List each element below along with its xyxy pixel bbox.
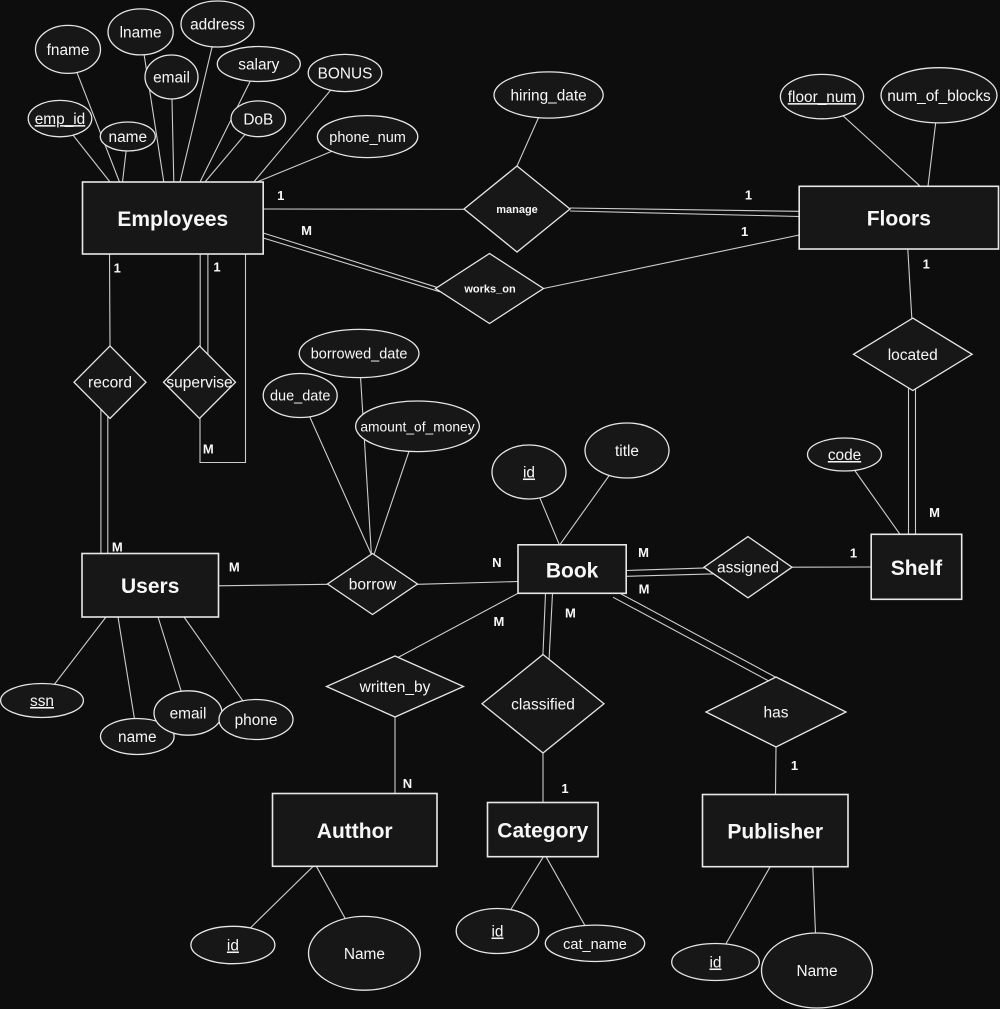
svg-text:Publisher: Publisher — [727, 821, 823, 844]
svg-text:email: email — [170, 706, 207, 723]
svg-text:amount_of_money: amount_of_money — [360, 419, 474, 434]
svg-text:address: address — [190, 17, 245, 34]
svg-text:floor_num: floor_num — [788, 89, 856, 106]
svg-text:Category: Category — [497, 820, 588, 843]
svg-text:id: id — [227, 938, 239, 955]
svg-text:1: 1 — [850, 546, 857, 561]
svg-text:1: 1 — [213, 259, 220, 274]
svg-text:M: M — [229, 560, 240, 575]
svg-text:1: 1 — [745, 187, 752, 202]
svg-text:ssn: ssn — [30, 693, 54, 710]
svg-text:1: 1 — [277, 188, 284, 203]
svg-text:M: M — [565, 605, 576, 620]
svg-text:title: title — [615, 443, 639, 460]
svg-text:1: 1 — [114, 260, 121, 275]
svg-text:Autthor: Autthor — [317, 820, 393, 843]
svg-text:phone: phone — [235, 712, 278, 729]
svg-text:M: M — [493, 614, 504, 629]
svg-text:assigned: assigned — [717, 560, 779, 577]
svg-text:name: name — [109, 129, 148, 146]
svg-text:Users: Users — [121, 575, 179, 598]
svg-text:N: N — [492, 555, 501, 570]
svg-text:classified: classified — [511, 696, 575, 713]
svg-text:written_by: written_by — [359, 679, 431, 696]
svg-text:id: id — [710, 955, 722, 972]
svg-text:1: 1 — [923, 256, 930, 271]
svg-text:manage: manage — [496, 204, 538, 216]
svg-text:1: 1 — [791, 758, 798, 773]
svg-text:M: M — [639, 582, 650, 597]
svg-text:name: name — [118, 729, 157, 746]
svg-text:N: N — [403, 776, 412, 791]
svg-text:M: M — [203, 442, 214, 457]
svg-text:1: 1 — [561, 781, 568, 796]
svg-text:phone_num: phone_num — [329, 130, 406, 146]
svg-text:M: M — [638, 545, 649, 560]
svg-text:borrow: borrow — [349, 577, 397, 594]
svg-text:record: record — [88, 375, 132, 392]
svg-text:lname: lname — [120, 24, 162, 41]
svg-text:Name: Name — [344, 946, 385, 963]
svg-text:Book: Book — [546, 560, 599, 583]
svg-text:cat_name: cat_name — [563, 937, 627, 953]
svg-text:salary: salary — [238, 57, 279, 74]
svg-text:id: id — [523, 465, 535, 482]
svg-text:code: code — [828, 447, 861, 464]
svg-text:DoB: DoB — [243, 111, 273, 128]
svg-text:M: M — [929, 505, 940, 520]
svg-text:Shelf: Shelf — [891, 557, 943, 580]
svg-text:emp_id: emp_id — [35, 111, 85, 128]
svg-text:fname: fname — [47, 42, 90, 59]
svg-text:num_of_blocks: num_of_blocks — [887, 88, 991, 105]
svg-text:email: email — [153, 70, 190, 87]
svg-text:has: has — [764, 705, 789, 722]
svg-text:hiring_date: hiring_date — [511, 88, 587, 105]
svg-text:borrowed_date: borrowed_date — [311, 347, 408, 363]
svg-text:M: M — [112, 540, 123, 555]
svg-text:supervise: supervise — [166, 375, 232, 392]
svg-text:BONUS: BONUS — [318, 66, 373, 83]
svg-text:id: id — [492, 924, 504, 941]
svg-text:works_on: works_on — [463, 283, 516, 295]
svg-text:Employees: Employees — [117, 208, 228, 231]
svg-text:Name: Name — [796, 963, 837, 980]
svg-text:1: 1 — [741, 224, 748, 239]
svg-text:Floors: Floors — [867, 208, 931, 231]
svg-text:located: located — [888, 347, 938, 364]
svg-text:due_date: due_date — [270, 389, 330, 405]
svg-text:M: M — [301, 223, 312, 238]
